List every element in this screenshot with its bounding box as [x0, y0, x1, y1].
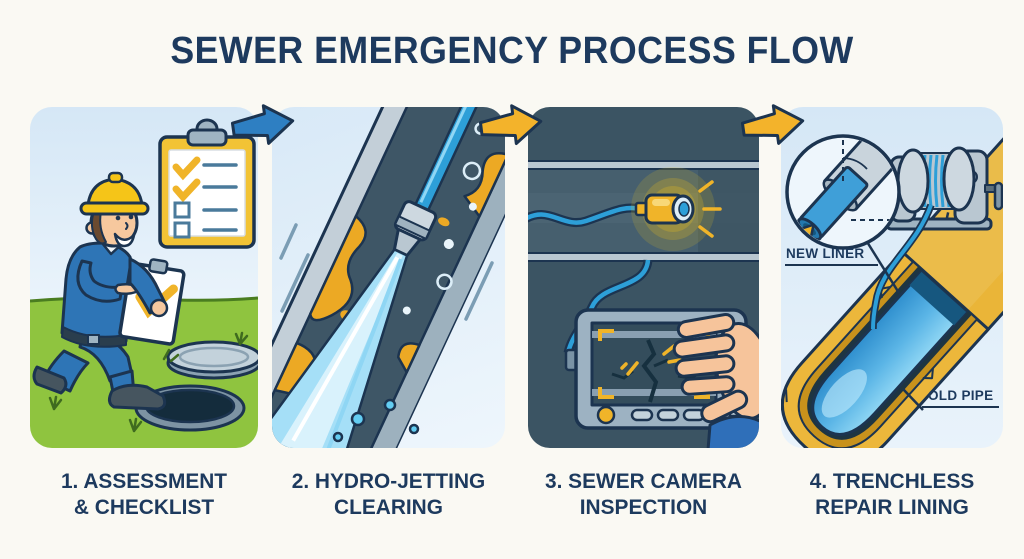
step-1-caption-line2: & CHECKLIST — [73, 495, 215, 519]
arrow-right-icon — [740, 104, 805, 145]
step-3-caption-line2: INSPECTION — [579, 495, 708, 519]
old-pipe-cutaway — [781, 123, 1003, 448]
step-3-panel — [528, 107, 759, 448]
jet-nozzle-icon — [392, 200, 438, 257]
step-2-caption: 2. HYDRO-JETTING CLEARING — [275, 468, 501, 520]
hard-hat-icon — [79, 171, 150, 216]
technician-assessment-illustration — [30, 118, 258, 448]
worker-figure — [32, 171, 186, 411]
sewer-pipe-diagonal — [272, 107, 505, 448]
grass-tufts — [48, 331, 249, 433]
crank-handle[interactable] — [993, 181, 1003, 211]
step-1-caption-line1: 1. ASSESSMENT — [60, 469, 228, 493]
light-rays — [698, 180, 722, 238]
new-liner-label: NEW LINER — [785, 246, 879, 266]
step-2-caption-line1: 2. HYDRO-JETTING — [291, 469, 486, 493]
sleeve — [706, 415, 759, 448]
step-3-caption: 3. SEWER CAMERA INSPECTION — [531, 468, 755, 520]
manhole-lid — [166, 340, 258, 380]
hydro-jetting-illustration — [272, 107, 505, 448]
spark-marks — [620, 344, 682, 376]
step-4-caption: 4. TRENCHLESS REPAIR LINING — [784, 468, 999, 520]
new-liner-tube — [811, 270, 968, 437]
step-4-caption-line1: 4. TRENCHLESS — [809, 469, 975, 493]
step-1-caption: 1. ASSESSMENT & CHECKLIST — [33, 468, 254, 520]
step-4-panel — [781, 107, 1003, 448]
sewer-camera-icon — [634, 180, 722, 238]
operator-hand — [672, 313, 759, 424]
page-title: SEWER EMERGENCY PROCESS FLOW — [170, 30, 854, 72]
step-2-caption-line2: CLEARING — [334, 495, 443, 519]
dimension-lines — [842, 140, 893, 221]
step-1-panel — [30, 107, 258, 448]
arrow-right-icon — [478, 104, 543, 145]
trenchless-lining-illustration — [781, 123, 1003, 448]
water-jet-spray — [272, 248, 409, 448]
checklist-icon — [158, 118, 256, 249]
camera-inspection-illustration — [528, 160, 759, 448]
step-2-panel — [272, 107, 505, 448]
step-4-caption-line2: REPAIR LINING — [815, 495, 969, 519]
arrow-right-icon — [230, 104, 295, 145]
old-pipe-label: OLD PIPE — [922, 388, 1000, 408]
step-3-caption-line1: 3. SEWER CAMERA — [544, 469, 742, 493]
water-droplets — [332, 398, 420, 443]
